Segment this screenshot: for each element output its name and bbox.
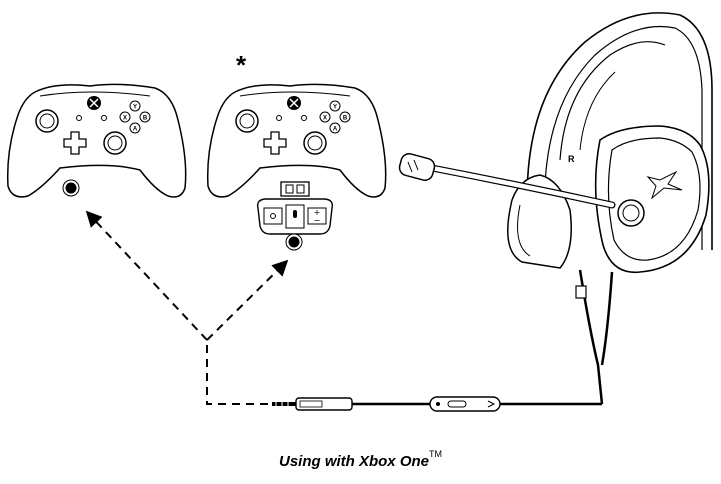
volume-up-icon: + (314, 208, 321, 217)
connection-arrows (85, 210, 289, 405)
arrow-to-adapter-jack (206, 259, 289, 341)
ear-cup-right-label: R (568, 154, 575, 164)
microphone-tip-icon (398, 153, 436, 181)
left-stick-icon (235, 109, 259, 133)
hyperx-logo-icon (646, 170, 683, 200)
button-b-label: B (343, 116, 348, 122)
button-y-label: Y (133, 105, 137, 111)
right-stick-icon (103, 131, 127, 155)
arrow-to-controller-jack (85, 210, 208, 341)
button-x-label: X (323, 116, 327, 122)
right-stick-icon (303, 131, 327, 155)
dpad-icon (263, 131, 287, 155)
headset-cable (272, 396, 602, 412)
volume-down-icon: − (314, 216, 321, 225)
dpad-icon (63, 131, 87, 155)
dashed-cable-path (206, 340, 268, 405)
3-5mm-jack-icon (272, 397, 353, 411)
xbox-controller-right: Y X B A (206, 83, 387, 198)
button-a-label: A (333, 127, 338, 133)
microphone-icon (293, 210, 297, 218)
headset: R (398, 12, 713, 405)
button-b-label: B (143, 116, 148, 122)
caption-text: Using with Xbox One (278, 453, 429, 470)
volume-slider-icon (429, 396, 501, 412)
button-a-label: A (133, 127, 138, 133)
button-x-label: X (123, 116, 127, 122)
xbox-controller-left: Y X B A (6, 83, 187, 198)
button-y-label: Y (333, 105, 337, 111)
trademark-symbol: TM (429, 449, 442, 459)
figure-caption: Using with Xbox OneTM (0, 449, 721, 470)
stereo-headset-adapter: + − (256, 181, 334, 251)
footnote-asterisk: * (236, 50, 247, 80)
left-stick-icon (35, 109, 59, 133)
headset-icon (270, 213, 276, 219)
